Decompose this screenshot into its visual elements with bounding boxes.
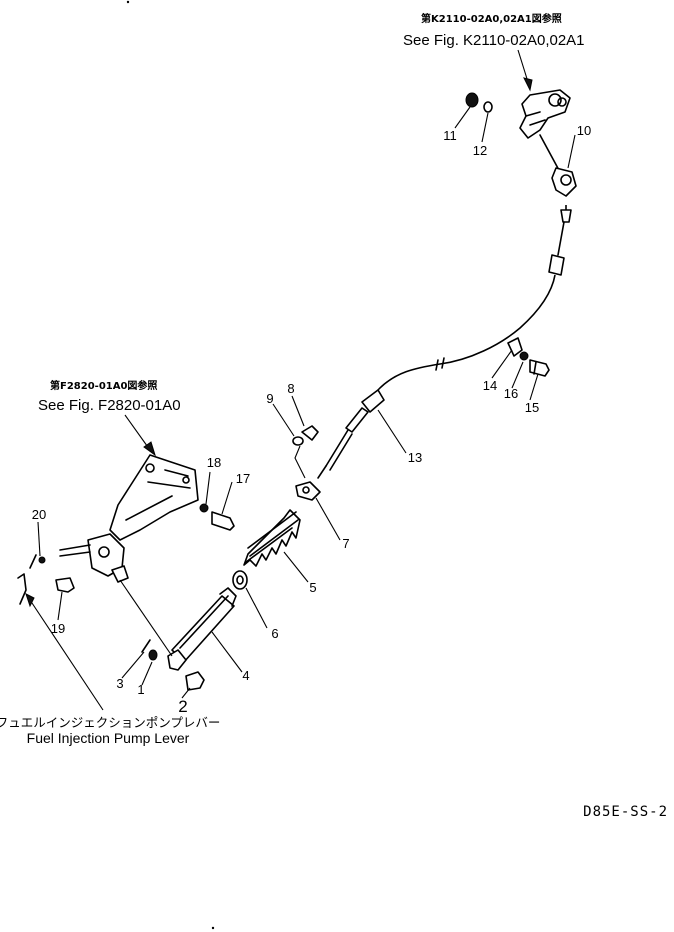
part-3-cotter-pin bbox=[141, 639, 151, 653]
part-13-cable-adjuster bbox=[317, 389, 385, 479]
top-reference-jp: 第K2110-02A0,02A1図参照 bbox=[421, 12, 562, 25]
part-number-12: 12 bbox=[473, 143, 487, 158]
part-10-cable-end bbox=[539, 134, 577, 197]
top-lever-bracket bbox=[519, 89, 571, 139]
left-reference-jp: 第F2820-01A0図参照 bbox=[50, 379, 157, 392]
top-reference-en: See Fig. K2110-02A0,02A1 bbox=[403, 32, 585, 49]
control-cable bbox=[377, 205, 572, 391]
fuel-injection-pump-lever bbox=[59, 533, 129, 583]
part-9-pin bbox=[292, 436, 306, 479]
part-number-1: 1 bbox=[137, 682, 144, 697]
leader-lever-to-rod bbox=[119, 579, 173, 657]
part-number-14: 14 bbox=[483, 378, 497, 393]
part-number-19: 19 bbox=[51, 621, 65, 636]
part-5-spring bbox=[243, 509, 301, 567]
part-1-washer bbox=[148, 649, 158, 661]
part-17-bolt bbox=[211, 511, 235, 531]
part-number-18: 18 bbox=[207, 455, 221, 470]
caption-en: Fuel Injection Pump Lever bbox=[27, 730, 190, 746]
part-19-bolt bbox=[55, 577, 75, 593]
part-number-17: 17 bbox=[236, 471, 250, 486]
left-reference-en: See Fig. F2820-01A0 bbox=[38, 397, 181, 414]
part-7-plate bbox=[295, 481, 321, 501]
part-number-9: 9 bbox=[266, 391, 273, 406]
part-number-20: 20 bbox=[32, 507, 46, 522]
part-numbers: 11 12 10 13 14 16 15 8 9 7 5 6 4 3 1 2 1… bbox=[32, 123, 591, 716]
part-8-nut bbox=[301, 425, 319, 441]
part-number-13: 13 bbox=[408, 450, 422, 465]
part-15-bolt bbox=[529, 359, 550, 377]
part-12-washer bbox=[483, 101, 493, 113]
part-11-nut bbox=[465, 92, 479, 108]
part-number-8: 8 bbox=[287, 381, 294, 396]
part-number-4: 4 bbox=[242, 668, 249, 683]
part-number-7: 7 bbox=[342, 536, 349, 551]
part-number-3: 3 bbox=[116, 676, 123, 691]
part-4-rod-housing bbox=[167, 587, 237, 671]
left-bracket-assembly bbox=[109, 454, 199, 541]
scan-mark bbox=[211, 926, 215, 930]
part-16-washer bbox=[519, 351, 529, 361]
leader-caption-arrow bbox=[25, 593, 104, 711]
part-number-15: 15 bbox=[525, 400, 539, 415]
part-number-16: 16 bbox=[504, 386, 518, 401]
part-number-11: 11 bbox=[443, 128, 457, 143]
part-number-leaders bbox=[37, 106, 576, 699]
part-18-washer bbox=[199, 503, 209, 513]
caption-jp: フュエルインジェクションポンプレバー bbox=[0, 715, 220, 730]
scan-mark bbox=[126, 0, 130, 4]
part-2-bolt bbox=[185, 671, 205, 691]
left-reference-arrow bbox=[124, 414, 156, 457]
part-6-collar bbox=[232, 570, 248, 590]
drawing-code: D85E-SS-2 bbox=[583, 804, 668, 820]
part-number-6: 6 bbox=[271, 626, 278, 641]
part-20-pin bbox=[29, 554, 46, 569]
part-number-2: 2 bbox=[178, 697, 187, 716]
top-reference-arrow bbox=[517, 49, 533, 92]
part-number-10: 10 bbox=[577, 123, 591, 138]
part-14-cable-clamp bbox=[507, 337, 523, 357]
pump-lever-tip bbox=[17, 573, 27, 605]
part-number-5: 5 bbox=[309, 580, 316, 595]
